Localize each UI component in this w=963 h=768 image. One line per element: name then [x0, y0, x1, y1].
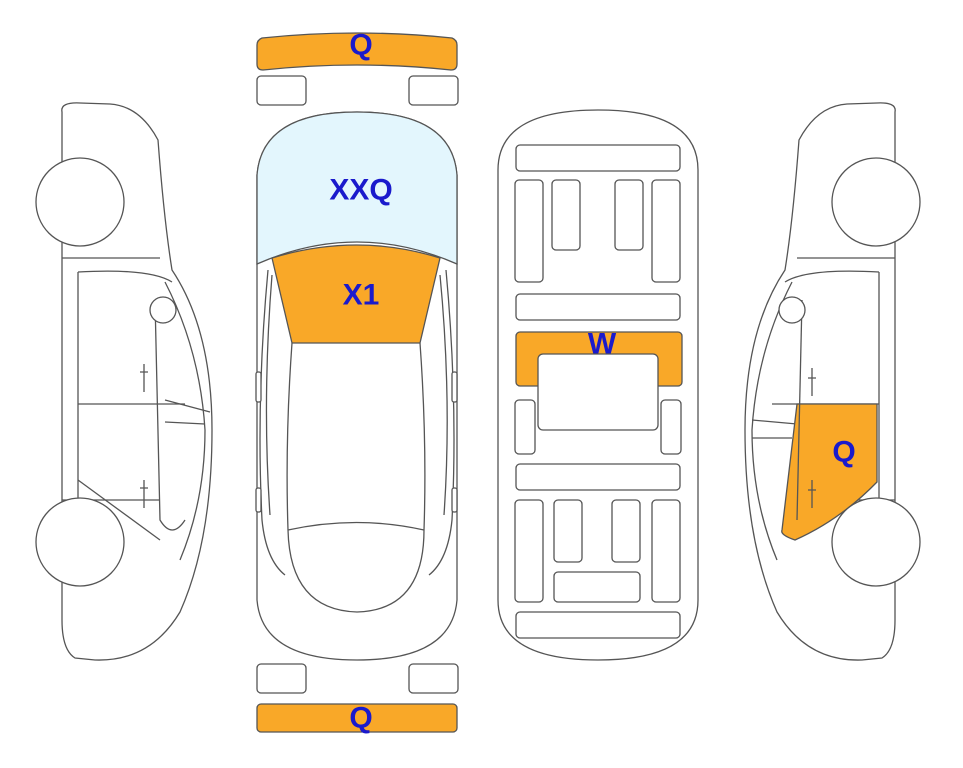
rear-bumper-label: Q	[349, 702, 372, 735]
left-mirror-top[interactable]	[255, 371, 262, 403]
left-side-mirror[interactable]	[149, 296, 177, 324]
rear-console[interactable]	[553, 571, 641, 603]
right-side-view: Q	[744, 102, 921, 661]
rear-right-seat-outer[interactable]	[651, 499, 681, 603]
right-handle-top[interactable]	[451, 487, 458, 513]
mid-right-panel[interactable]	[660, 399, 682, 455]
windshield-label: XXQ	[329, 174, 392, 207]
right-rear-door-label: Q	[832, 436, 855, 469]
left-front-wheel[interactable]	[35, 157, 125, 247]
left-taillight[interactable]	[256, 663, 307, 694]
left-rear-wheel[interactable]	[35, 497, 125, 587]
right-front-wheel[interactable]	[831, 157, 921, 247]
mid-left-panel[interactable]	[514, 399, 536, 455]
front-crossbar[interactable]	[515, 293, 681, 321]
front-left-seat[interactable]	[551, 179, 581, 251]
interior-view: W	[497, 109, 699, 661]
front-right-seat-outer[interactable]	[651, 179, 681, 283]
rear-right-seat[interactable]	[611, 499, 641, 563]
dashboard[interactable]	[515, 144, 681, 172]
windshield[interactable]	[256, 111, 458, 265]
right-rear-wheel[interactable]	[831, 497, 921, 587]
hood[interactable]	[271, 244, 441, 344]
right-rear-door[interactable]	[781, 403, 878, 541]
hood-label: X1	[343, 279, 380, 312]
rear-crossbar[interactable]	[515, 463, 681, 491]
left-headlight[interactable]	[256, 75, 307, 106]
front-bumper[interactable]	[256, 32, 458, 71]
right-side-mirror[interactable]	[778, 296, 806, 324]
right-mirror-top[interactable]	[451, 371, 458, 403]
trunk-panel[interactable]	[515, 611, 681, 639]
rear-left-seat[interactable]	[553, 499, 583, 563]
top-view: Q XXQ X1 Q	[255, 29, 459, 735]
rear-bumper[interactable]	[256, 703, 458, 733]
sunroof[interactable]	[537, 353, 659, 431]
front-left-seat-outer[interactable]	[514, 179, 544, 283]
left-side-view	[35, 102, 213, 661]
right-headlight[interactable]	[408, 75, 459, 106]
front-right-seat[interactable]	[614, 179, 644, 251]
front-bumper-label: Q	[349, 29, 372, 62]
left-handle-top[interactable]	[255, 487, 262, 513]
rear-left-seat-outer[interactable]	[514, 499, 544, 603]
right-taillight[interactable]	[408, 663, 459, 694]
